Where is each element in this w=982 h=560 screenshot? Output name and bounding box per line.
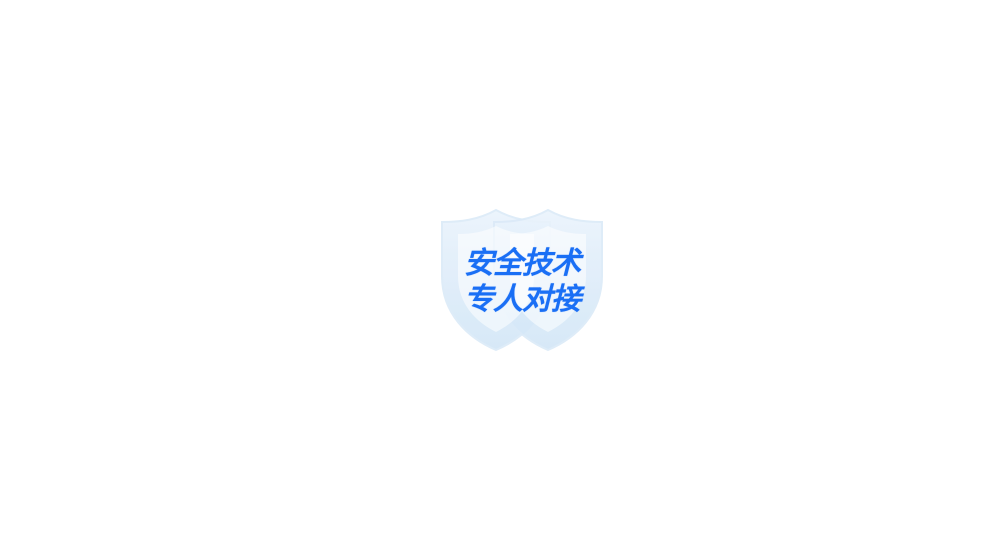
double-shield-icon bbox=[441, 208, 603, 352]
badge-text: 安全技术 专人对接 bbox=[438, 246, 606, 318]
badge-line-2: 专人对接 bbox=[464, 282, 581, 317]
security-badge: 安全技术 专人对接 bbox=[438, 206, 606, 354]
badge-line-1: 安全技术 bbox=[464, 246, 581, 281]
